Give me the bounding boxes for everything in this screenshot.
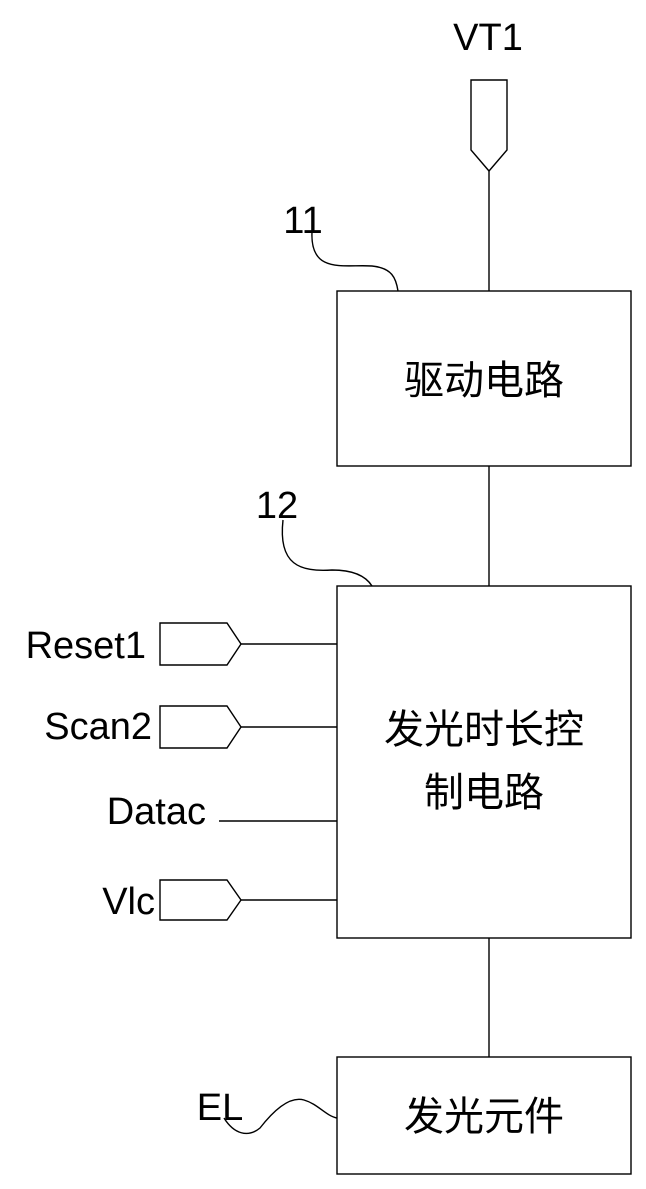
light-emitting-element-text: 发光元件 [404,1094,564,1140]
drive-circuit-text: 驱动电路 [404,358,564,404]
reset1-label: Reset1 [26,625,146,667]
datac-label: Datac [107,791,206,833]
scan2-input-port [160,706,241,748]
drive-circuit-leader [312,232,398,291]
el-label: EL [197,1087,243,1129]
vt1-label: VT1 [453,17,523,59]
drive-circuit-ref-number: 11 [283,200,322,242]
reset1-input-port [160,623,241,665]
control-circuit-text-line1: 发光时长控 [384,707,584,753]
control-circuit-box [337,586,631,938]
control-circuit-ref-number: 12 [256,485,298,527]
control-circuit-text-line2: 制电路 [424,770,544,816]
vlc-label: Vlc [102,881,155,923]
scan2-label: Scan2 [44,706,152,748]
vt1-terminal-symbol [471,80,507,171]
vlc-input-port [160,880,241,920]
control-circuit-leader [282,520,372,586]
